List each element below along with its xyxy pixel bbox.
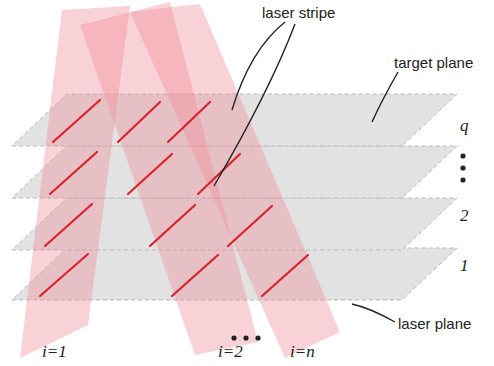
callout-label: laser stripe <box>262 5 335 20</box>
callout-label: laser plane <box>398 316 471 331</box>
laser-index: i=n <box>290 343 315 360</box>
laser-index: i=1 <box>42 343 67 360</box>
plane-index: q <box>460 117 469 134</box>
ellipsis-dots <box>231 153 465 340</box>
plane-index: 1 <box>460 257 469 274</box>
plane-index: 2 <box>460 207 469 224</box>
laser-stripes <box>40 100 308 296</box>
callout-label: target plane <box>394 55 473 70</box>
laser-index: i=2 <box>218 343 243 360</box>
leader-lines <box>214 22 398 322</box>
laser-planes <box>20 2 340 358</box>
